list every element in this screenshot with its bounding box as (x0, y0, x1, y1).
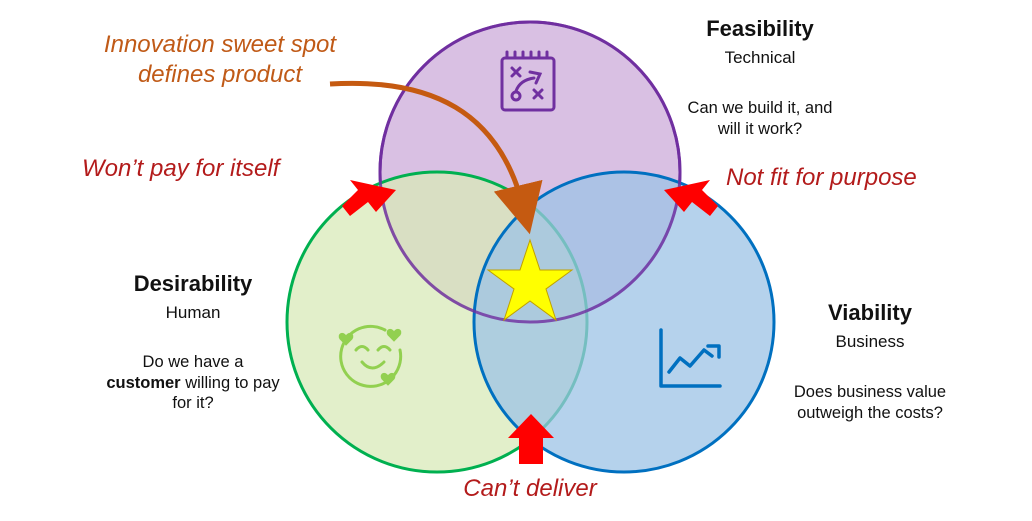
viability-question: Does business value outweigh the costs? (765, 382, 975, 423)
desirability-title: Desirability (133, 271, 253, 296)
sweet-spot-arrow-icon (329, 80, 543, 235)
desirability-question-line2: customer willing to pay (78, 373, 308, 394)
desirability-question-line3: for it? (172, 394, 214, 413)
viability-circle (472, 170, 776, 474)
wont-pay-arrow-icon (342, 180, 396, 216)
not-fit-label: Not fit for purpose (726, 164, 917, 191)
feasibility-subtitle: Technical (724, 48, 796, 67)
strategy-plan-icon (500, 50, 556, 112)
not-fit-arrow-icon (664, 180, 718, 216)
sweet-spot-callout: Innovation sweet spot defines product (80, 30, 360, 90)
cant-deliver-label: Can’t deliver (463, 475, 597, 502)
cant-deliver-arrow-icon (508, 414, 554, 464)
wont-pay-label: Won’t pay for itself (82, 155, 280, 182)
feasibility-title: Feasibility (706, 16, 814, 41)
desirability-question: Do we have a customer willing to pay for… (78, 352, 308, 414)
smiley-hearts-icon (338, 324, 403, 388)
viability-question-line2: outweigh the costs? (797, 403, 943, 422)
feasibility-question-line1: Can we build it, and (687, 99, 833, 117)
sweet-spot-star-icon (486, 238, 574, 322)
viability-question-line1: Does business value (793, 383, 947, 401)
growth-chart-icon (659, 328, 722, 388)
sweet-spot-line1: Innovation sweet spot (103, 31, 337, 58)
sweet-spot-line2: defines product (137, 61, 303, 88)
viability-title: Viability (828, 300, 912, 325)
desirability-question-bold: customer (106, 373, 181, 392)
viability-subtitle: Business (835, 332, 905, 351)
feasibility-question-line2: will it work? (717, 119, 803, 138)
desirability-question-line1: Do we have a (142, 353, 244, 371)
desirability-subtitle: Human (165, 303, 221, 322)
desirability-question-line2-rest: willing to pay (180, 373, 280, 392)
feasibility-question: Can we build it, and will it work? (660, 98, 860, 139)
